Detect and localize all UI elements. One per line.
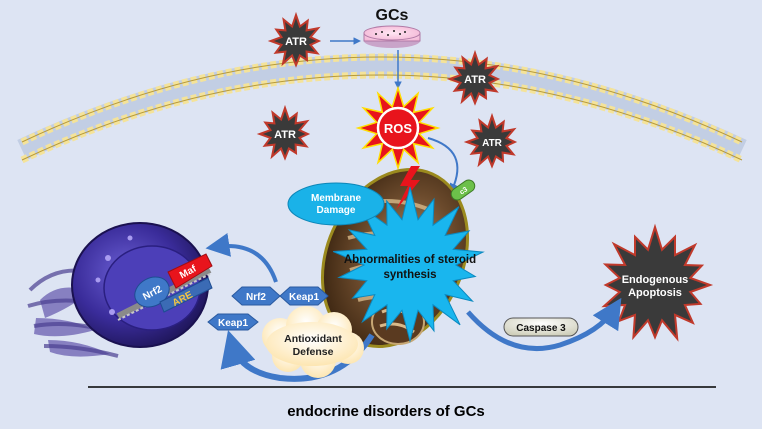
apoptosis-line-2: Apoptosis [628,287,682,299]
keap1-complex-hexagon [279,286,329,306]
atr-star-icon [267,11,322,68]
petri-dish-icon [363,25,421,48]
keap1-free-hexagon [207,313,259,331]
abnormalities-burst [332,186,485,343]
atr-label-1: ATR [285,36,307,48]
ros-to-mitochondrion-arrow [427,137,460,194]
maf-shape [167,253,213,289]
membrane-damage-line-2: Damage [317,205,356,216]
to-apoptosis-arrow [466,297,622,351]
c3-cylinder [450,179,476,201]
caspase-label: Caspase 3 [516,323,566,334]
apoptosis-star [601,223,714,342]
keap1-complex-label: Keap1 [289,292,319,303]
ros-label: ROS [384,121,413,136]
atr-label-3: ATR [274,129,296,141]
figure-caption: endocrine disorders of GCs [287,403,485,420]
abnormalities-line-2: synthesis [383,269,436,281]
keap1-free-label: Keap1 [218,318,248,329]
atr-star-icon [463,112,518,169]
antioxidant-line-1: Antioxidant [284,333,342,345]
atr-label-4: ATR [482,138,503,149]
atr-star-icon [256,104,311,161]
lightning-icon [396,166,420,210]
apoptosis-line-1: Endogenous [622,274,689,286]
antioxidant-cloud [262,306,364,378]
nrf2-nucleus-oval [134,276,170,308]
membrane-damage-line-1: Membrane [311,193,361,204]
cell-membrane [17,53,747,164]
membrane-damage-ellipse [287,182,385,226]
ros-burst-icon [355,85,441,171]
antioxidant-line-2: Defense [293,346,334,358]
nrf2-complex-label: Nrf2 [246,292,266,303]
c3-label: c3 [459,186,469,196]
abnormalities-line-1: Abnormalities of steroid [344,254,476,266]
atr-star-icon [446,49,501,106]
caspase-capsule [503,317,579,337]
are-bar [159,277,213,313]
atr-label-2: ATR [464,74,486,86]
to-nucleus-arrow [205,233,278,283]
figure-title: GCs [376,7,409,24]
